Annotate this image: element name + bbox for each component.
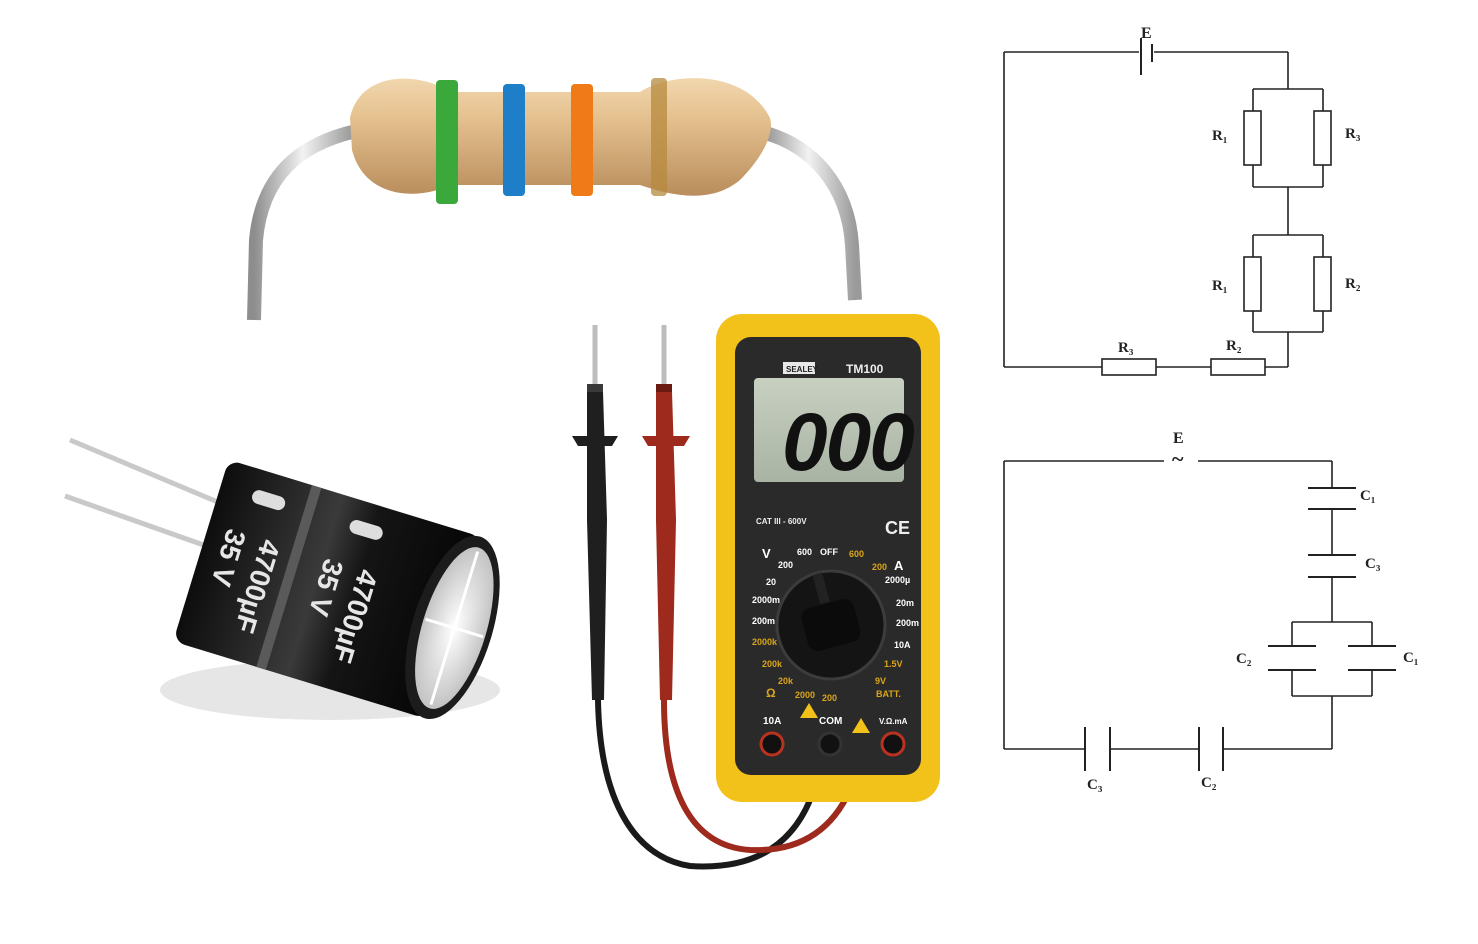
dial-200-dc: 200: [778, 560, 793, 570]
label-r3-bottom: R₃: [1118, 340, 1134, 356]
dial-vdc: V: [762, 546, 771, 561]
resistor-lead-left: [247, 125, 354, 321]
dc-source-label: E: [1141, 25, 1152, 42]
capacitor-lead-2: [64, 493, 213, 551]
dial-adc: A: [894, 558, 904, 573]
label-r3-top: R₃: [1345, 126, 1361, 142]
resistor-lead-right: [760, 125, 862, 301]
red-probe-body: [656, 392, 676, 700]
dial-200k: 200k: [762, 659, 783, 669]
dial-200m-a: 200m: [896, 618, 919, 628]
jack-com[interactable]: [817, 731, 843, 757]
dial-9v: 9V: [875, 676, 886, 686]
label-c3-top: C₃: [1365, 556, 1381, 572]
label-c2-left: C₂: [1236, 651, 1252, 667]
label-c1-top: C₁: [1360, 488, 1375, 504]
ac-source-label: E: [1173, 430, 1184, 447]
dc-circuit-diagram: E R₃ R₂ R₁ R₃ R₁ R₂: [1003, 25, 1361, 376]
jack-10a[interactable]: [759, 731, 785, 757]
dial-2000: 2000: [795, 690, 815, 700]
resistor-r1-top: [1243, 110, 1262, 166]
ac-circuit-diagram: E ~ C₁ C₃ C₂ C₁: [1003, 430, 1418, 793]
capacitor-lead-1: [69, 437, 233, 511]
resistor-r2-bottom: [1210, 358, 1266, 376]
test-leads: [572, 325, 853, 870]
dial-ohm: Ω: [766, 686, 776, 700]
resistor-band-1: [436, 80, 458, 204]
jack-label-10a: 10A: [763, 716, 781, 727]
black-probe-body: [587, 392, 607, 700]
dial-200-ac: 200: [872, 562, 887, 572]
resistor-band-3: [571, 84, 593, 196]
resistor-r1-mid: [1243, 256, 1262, 312]
capacitor-polarity-mark-2: [349, 520, 383, 540]
resistor: [247, 78, 862, 321]
black-probe-collar: [587, 384, 603, 394]
resistor-body: [350, 78, 771, 196]
dial-labels: V 600 OFF 600 A 200 200 20 2000µ 2000m 2…: [752, 546, 919, 703]
jack-label-com: COM: [819, 716, 842, 727]
dial-20m: 20m: [896, 598, 914, 608]
dial-20k: 20k: [778, 676, 794, 686]
brand-label: SEALEY: [786, 365, 819, 374]
capacitor-polarity-mark-1: [252, 490, 286, 511]
dial-200m: 200m: [752, 616, 775, 626]
black-lead-cable: [595, 699, 813, 870]
dial-600-dc: 600: [797, 547, 812, 557]
label-r1-top: R₁: [1212, 128, 1227, 144]
capacitor-vent-h: [425, 617, 484, 639]
label-c1-right: C₁: [1403, 650, 1418, 666]
resistor-band-4: [651, 78, 667, 196]
jack-v[interactable]: [880, 731, 906, 757]
dial-off: OFF: [820, 547, 838, 557]
dial-2000u: 2000µ: [885, 575, 910, 585]
capacitor-can: [176, 462, 480, 716]
ce-mark: CE: [885, 518, 910, 538]
dial-600-ac: 600: [849, 549, 864, 559]
lcd-readout: 000: [782, 397, 914, 488]
label-r1-mid: R₁: [1212, 278, 1227, 294]
resistor-r2-mid: [1313, 256, 1332, 312]
warning-icon: [800, 703, 818, 718]
ac-source-symbol: ~: [1172, 446, 1184, 471]
resistor-r3-bottom: [1101, 358, 1157, 376]
label-c2-bottom: C₂: [1201, 775, 1217, 791]
dial-10a: 10A: [894, 640, 911, 650]
dial-2000m: 2000m: [752, 595, 780, 605]
multimeter: SEALEY TM100 000 CAT III - 600V CE V 600…: [716, 314, 940, 802]
label-c3-bottom: C₃: [1087, 777, 1103, 793]
dial-1-5v: 1.5V: [884, 659, 903, 669]
dial-200-ohm: 200: [822, 693, 837, 703]
red-lead-cable: [661, 699, 853, 854]
resistor-r3-top: [1313, 110, 1332, 166]
category-label: CAT III - 600V: [756, 517, 807, 526]
lcd-display: [754, 378, 904, 482]
dial-2000k: 2000k: [752, 637, 778, 647]
label-r2-mid: R₂: [1345, 276, 1361, 292]
dial-batt: BATT.: [876, 689, 901, 699]
model-label: TM100: [846, 362, 884, 376]
rotary-dial-grip[interactable]: [799, 597, 863, 653]
jack-label-v: V.Ω.mA: [879, 717, 908, 726]
capacitor-stripe: [256, 485, 322, 670]
warning-icon-2: [852, 718, 870, 733]
electrolytic-capacitor: 35 V 4700µF 35 V 4700µF: [64, 437, 500, 720]
red-probe-collar: [656, 384, 672, 394]
label-r2-bottom: R₂: [1226, 338, 1242, 354]
rotary-dial-pointer: [812, 572, 830, 605]
dial-20: 20: [766, 577, 776, 587]
brand-badge: [783, 362, 815, 374]
resistor-band-2: [503, 84, 525, 196]
